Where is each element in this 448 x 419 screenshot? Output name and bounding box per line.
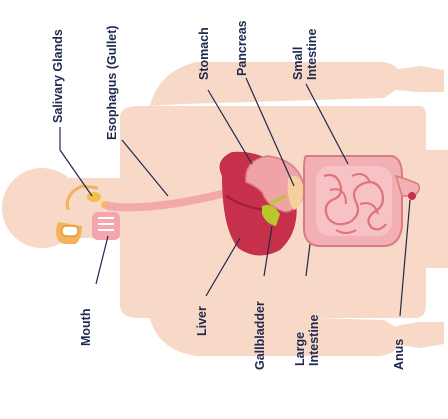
oral-cavity xyxy=(92,212,120,240)
label-pancreas: Pancreas xyxy=(236,20,249,76)
label-small-intestine: Small Intestine xyxy=(291,29,319,80)
label-stomach: Stomach xyxy=(198,27,211,80)
leader-mouth xyxy=(96,236,108,284)
anus-opening xyxy=(408,192,416,200)
label-gallbladder: Gallbladder xyxy=(254,301,267,370)
small-intestine-organ xyxy=(316,166,392,236)
label-small-intestine-line1: Small xyxy=(291,29,305,80)
label-small-intestine-line2: Intestine xyxy=(305,29,319,80)
hips xyxy=(426,150,448,268)
upper-hand xyxy=(392,66,444,92)
label-mouth: Mouth xyxy=(80,309,93,346)
label-large-intestine: Large Intestine xyxy=(293,315,321,366)
lower-arm xyxy=(150,314,404,356)
label-salivary-glands: Salivary Glands xyxy=(52,29,65,123)
mouth-opening xyxy=(62,226,78,236)
label-anus: Anus xyxy=(393,339,406,370)
upper-arm xyxy=(150,62,404,106)
label-large-intestine-line2: Intestine xyxy=(307,315,321,366)
salivary-gland-1 xyxy=(87,192,101,202)
label-liver: Liver xyxy=(196,306,209,336)
label-large-intestine-line1: Large xyxy=(293,315,307,366)
label-esophagus: Esophagus (Gullet) xyxy=(106,25,119,140)
